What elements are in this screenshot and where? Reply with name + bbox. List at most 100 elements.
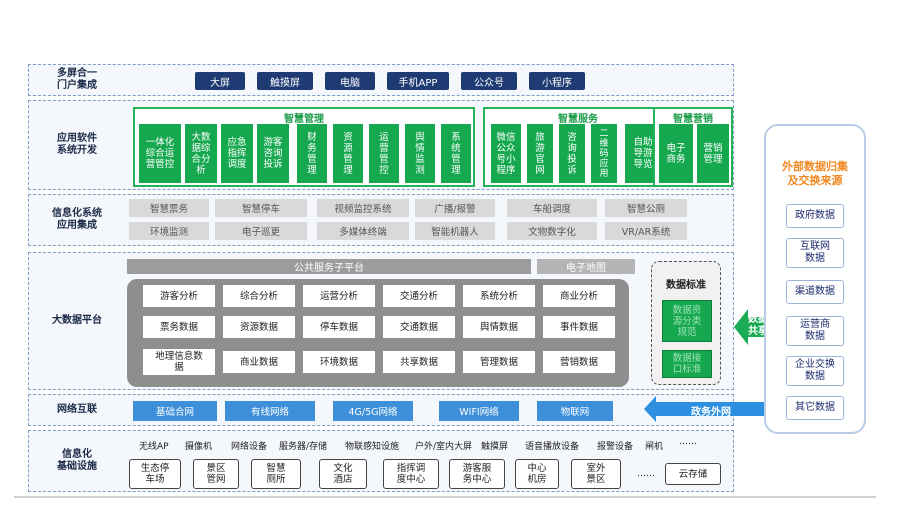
portal-layer: 多屏合一 门户集成 大屏 触摸屏 电脑 手机APP 公众号 小程序 [28, 64, 734, 96]
infra-site: 智慧 厕所 [251, 459, 301, 489]
portal-item-mobile-app: 手机APP [387, 72, 449, 90]
portal-item-big-screen: 大屏 [195, 72, 245, 90]
infra-device: 户外/室内大屏 [415, 442, 473, 452]
e-map-bar: 电子地图 [537, 259, 635, 274]
data-share-label: 数据 共享 [748, 314, 768, 337]
app-item: 应急 指挥 调度 [221, 124, 253, 183]
bigdata-cell: 资源数据 [223, 316, 295, 338]
bigdata-cell: 交通数据 [383, 316, 455, 338]
bigdata-cell: 管理数据 [463, 351, 535, 373]
infra-device: 服务器/存储 [279, 442, 328, 452]
infra-device: …… [679, 437, 697, 447]
app-item: 系 统 管 理 [441, 124, 471, 183]
infra-device: 语音播放设备 [525, 442, 580, 452]
bigdata-layer: 大数据平台 公共服务子平台 电子地图 游客分析 综合分析 运营分析 交通分析 系… [28, 252, 734, 390]
app-item: 资 源 管 理 [333, 124, 363, 183]
integration-item: VR/AR系统 [605, 222, 687, 240]
app-group-smart-service: 智慧服务 微信 公众 号小 程序 旅 游 官 网 咨 询 投 诉 二 维 码 应… [483, 107, 673, 187]
infra-site: 文化 酒店 [319, 459, 367, 489]
app-group-smart-management: 智慧管理 一体化 综合运 营管控 大数 据综 合分 析 应急 指挥 调度 游客 … [133, 107, 475, 187]
app-item: 电子 商务 [659, 124, 693, 183]
infra-device: 闸机 [645, 442, 664, 452]
infra-layer-label: 信息化 基础设施 [57, 449, 97, 472]
network-layer: 网络互联 基础合网 有线网络 4G/5G网络 WIFI网络 物联网 [28, 394, 734, 426]
bigdata-cell: 商业数据 [223, 351, 295, 373]
infra-site: 游客服 务中心 [449, 459, 505, 489]
infra-site: 生态停 车场 [129, 459, 181, 489]
infra-site: 云存储 [665, 463, 721, 485]
gov-net-label: 政务外网 [691, 407, 731, 418]
infra-device: 摄像机 [185, 442, 213, 452]
bigdata-cell: 停车数据 [303, 316, 375, 338]
external-source-item: 渠道数据 [786, 280, 844, 304]
network-item: WIFI网络 [439, 401, 519, 421]
infra-device: 报警设备 [597, 442, 634, 452]
app-group-title: 智慧服务 [558, 114, 598, 125]
integration-item: 电子巡更 [215, 222, 307, 240]
integration-item: 广播/报警 [415, 199, 495, 217]
data-standard-item: 数据接 口标准 [662, 350, 712, 378]
portal-item-official-account: 公众号 [461, 72, 517, 90]
app-item: 微信 公众 号小 程序 [491, 124, 521, 183]
integration-item: 文物数字化 [507, 222, 597, 240]
app-item: 营销 管理 [697, 124, 729, 183]
external-source-item: 运营商 数据 [786, 316, 844, 346]
infra-site: 中心 机房 [515, 459, 559, 489]
bigdata-cell: 运营分析 [303, 285, 375, 307]
bigdata-cell: 游客分析 [143, 285, 215, 307]
external-source-item: 政府数据 [786, 204, 844, 228]
bigdata-cell: 商业分析 [543, 285, 615, 307]
external-sources-title: 外部数据归集 及交换来源 [782, 160, 848, 187]
data-standard-item: 数据资 源分类 规范 [662, 300, 712, 342]
network-item: 4G/5G网络 [333, 401, 413, 421]
app-item: 大数 据综 合分 析 [185, 124, 217, 183]
public-service-platform-bar: 公共服务子平台 [127, 259, 531, 274]
infra-device: 物联感知设施 [345, 442, 400, 452]
bigdata-cell: 交通分析 [383, 285, 455, 307]
app-item: 旅 游 官 网 [527, 124, 553, 183]
app-item: 一体化 综合运 营管控 [139, 124, 181, 183]
app-item: 咨 询 投 诉 [559, 124, 585, 183]
infra-site: 室外 景区 [571, 459, 621, 489]
network-item: 有线网络 [225, 401, 315, 421]
network-layer-label: 网络互联 [57, 404, 97, 415]
app-item: 财 务 管 理 [297, 124, 327, 183]
integration-item: 智慧票务 [129, 199, 209, 217]
integration-layer: 信息化系统 应用集成 智慧票务 智慧停车 视频监控系统 广播/报警 车船调度 智… [28, 194, 734, 246]
portal-layer-label: 多屏合一 门户集成 [57, 68, 97, 91]
apps-layer: 应用软件 系统开发 智慧管理 一体化 综合运 营管控 大数 据综 合分 析 应急… [28, 100, 734, 190]
integration-item: 视频监控系统 [317, 199, 409, 217]
app-item: 运 营 管 控 [369, 124, 399, 183]
app-item: 舆 情 监 测 [405, 124, 435, 183]
portal-item-touch-screen: 触摸屏 [257, 72, 313, 90]
external-source-item: 企业交换 数据 [786, 356, 844, 386]
bottom-divider [14, 496, 876, 498]
app-group-smart-marketing: 智慧营销 电子 商务 营销 管理 [653, 107, 733, 187]
apps-layer-label: 应用软件 系统开发 [57, 133, 97, 156]
infra-site: 指挥调 度中心 [383, 459, 439, 489]
integration-item: 车船调度 [507, 199, 597, 217]
integration-item: 智慧公厕 [605, 199, 687, 217]
network-item: 物联网 [537, 401, 613, 421]
external-source-item: 其它数据 [786, 396, 844, 420]
external-source-item: 互联网 数据 [786, 238, 844, 268]
bigdata-cell: 综合分析 [223, 285, 295, 307]
app-group-title: 智慧营销 [673, 114, 713, 125]
portal-item-mini-program: 小程序 [529, 72, 585, 90]
bigdata-cell: 环境数据 [303, 351, 375, 373]
infra-site-ellipsis: …… [637, 469, 655, 479]
bigdata-cell: 营销数据 [543, 351, 615, 373]
infra-device: 无线AP [139, 442, 169, 452]
bigdata-cell: 舆情数据 [463, 316, 535, 338]
portal-item-pc: 电脑 [325, 72, 375, 90]
infra-device: 触摸屏 [481, 442, 509, 452]
infra-site: 景区 管网 [193, 459, 239, 489]
bigdata-cell: 事件数据 [543, 316, 615, 338]
app-group-title: 智慧管理 [284, 114, 324, 125]
integration-item: 智慧停车 [215, 199, 307, 217]
integration-layer-label: 信息化系统 应用集成 [52, 208, 102, 231]
bigdata-layer-label: 大数据平台 [52, 315, 102, 326]
infra-layer: 信息化 基础设施 无线AP 摄像机 网络设备 服务器/存储 物联感知设施 户外/… [28, 430, 734, 492]
infra-device: 网络设备 [231, 442, 268, 452]
data-standard-panel: 数据标准 数据资 源分类 规范 数据接 口标准 [651, 261, 721, 385]
